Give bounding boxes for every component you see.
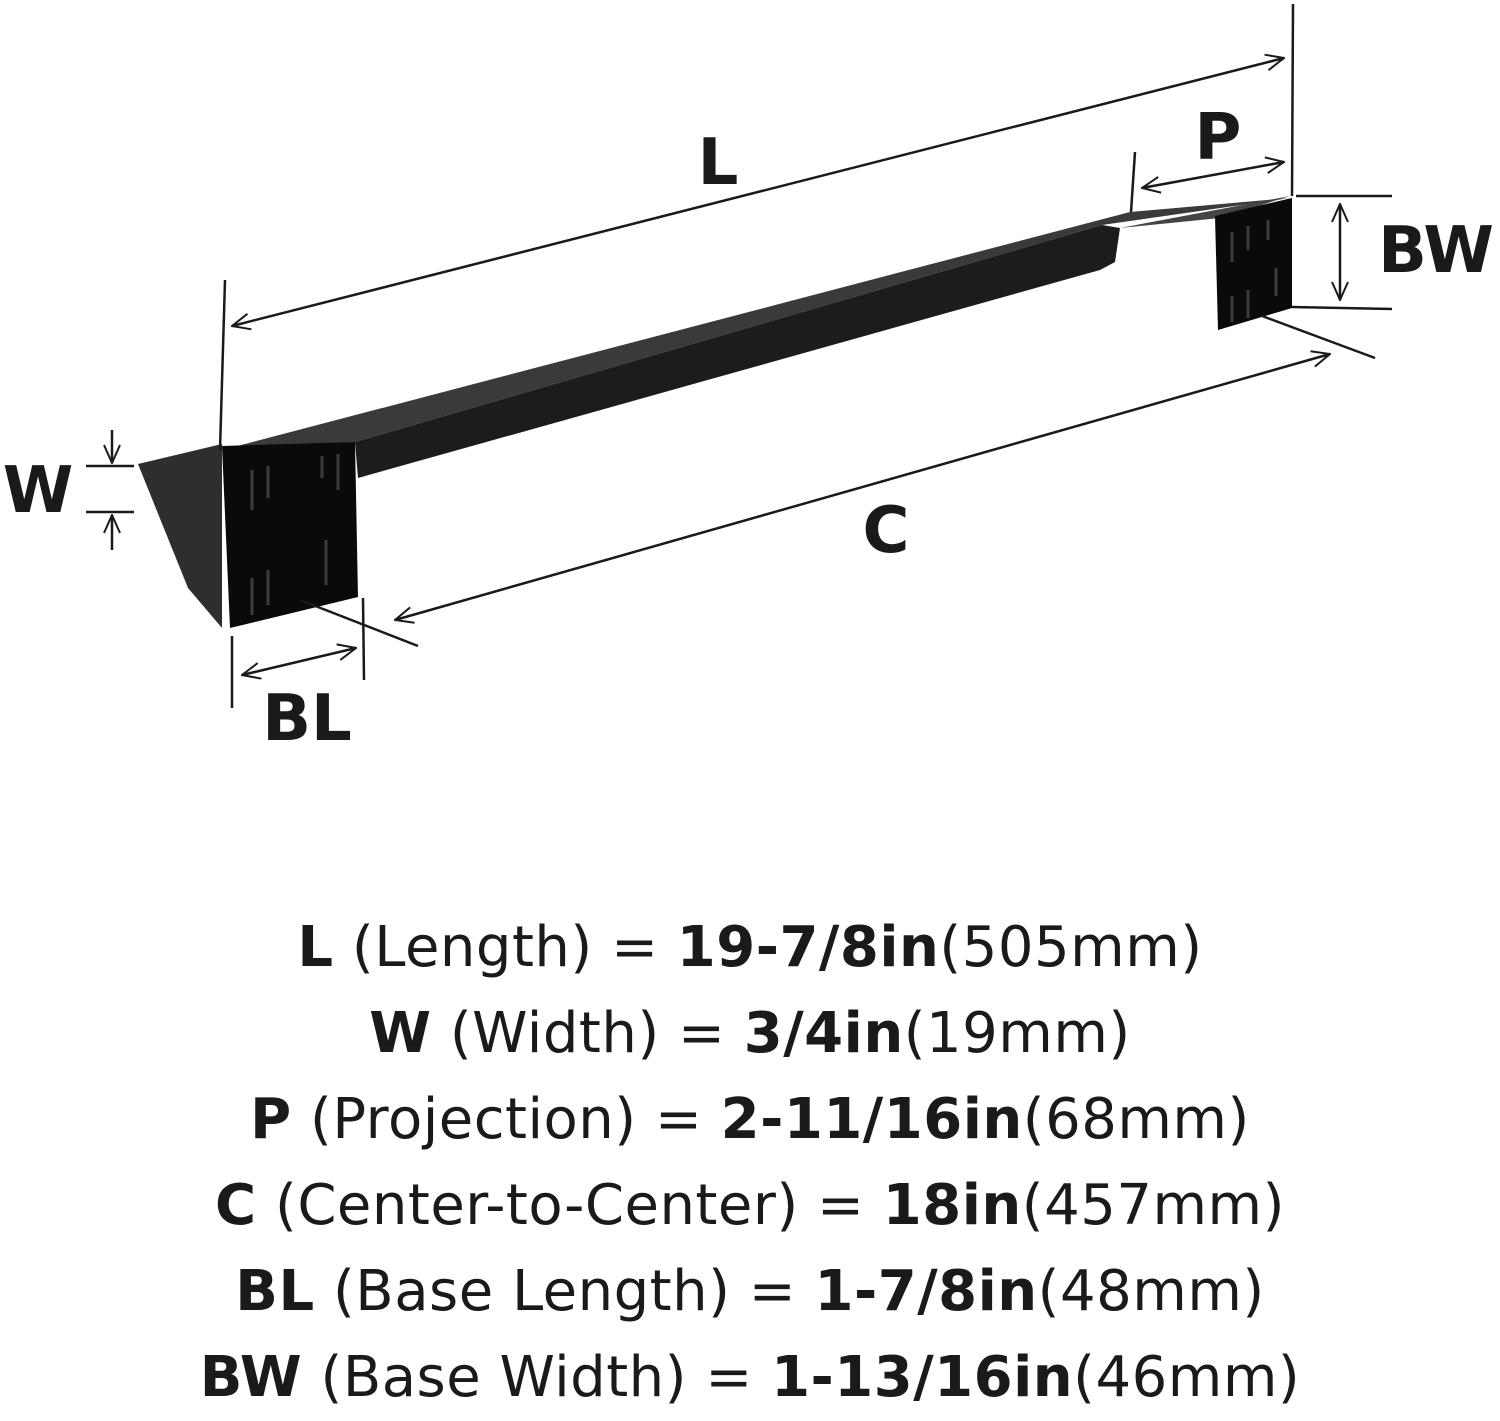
c-extension-left <box>299 598 419 648</box>
spec-metric: (19mm) <box>903 1001 1131 1066</box>
spec-row-width: W (Width) = 3/4in(19mm) <box>0 991 1500 1077</box>
right-post-face <box>1215 198 1292 330</box>
l-dimension-arrow <box>232 58 1284 326</box>
label-c: C <box>863 494 910 568</box>
spec-imperial: 3/4in <box>743 1001 904 1066</box>
label-bl: BL <box>262 682 352 756</box>
left-post-slots <box>250 454 340 615</box>
towel-bar-dimension-diagram: L P BW W C BL <box>3 3 1494 756</box>
towel-bar-illustration <box>138 196 1292 628</box>
spec-metric: (48mm) <box>1037 1259 1265 1324</box>
spec-row-center-to-center: C (Center-to-Center) = 18in(457mm) <box>0 1163 1500 1249</box>
spec-row-projection: P (Projection) = 2-11/16in(68mm) <box>0 1077 1500 1163</box>
label-l: L <box>698 126 739 200</box>
spec-equals: = <box>654 1087 703 1152</box>
left-post-face <box>222 442 358 628</box>
spec-row-length: L (Length) = 19-7/8in(505mm) <box>0 905 1500 991</box>
spec-metric: (46mm) <box>1073 1345 1301 1410</box>
label-p: P <box>1195 101 1242 175</box>
spec-metric: (68mm) <box>1022 1087 1250 1152</box>
dimension-spec-list: L (Length) = 19-7/8in(505mm) W (Width) =… <box>0 905 1500 1421</box>
l-extension-left <box>218 279 227 451</box>
left-bracket-side <box>138 444 222 628</box>
spec-imperial: 2-11/16in <box>720 1087 1023 1152</box>
spec-imperial: 1-13/16in <box>771 1345 1074 1410</box>
label-w: W <box>3 454 74 528</box>
spec-name: (Base Width) <box>320 1345 688 1410</box>
spec-imperial: 19-7/8in <box>676 915 940 980</box>
spec-equals: = <box>705 1345 753 1410</box>
spec-equals: = <box>817 1173 865 1238</box>
spec-metric: (457mm) <box>1021 1173 1285 1238</box>
c-extension-right <box>1261 314 1376 360</box>
spec-row-base-width: BW (Base Width) = 1-13/16in(46mm) <box>0 1335 1500 1421</box>
spec-imperial: 1-7/8in <box>814 1259 1038 1324</box>
spec-imperial: 18in <box>882 1173 1022 1238</box>
bar-front-face <box>355 225 1120 478</box>
spec-symbol: BL <box>235 1259 315 1324</box>
spec-equals: = <box>611 915 659 980</box>
spec-symbol: L <box>297 915 334 980</box>
p-dimension-arrow <box>1142 162 1284 188</box>
spec-name: (Projection) <box>310 1087 637 1152</box>
spec-name: (Length) <box>351 915 593 980</box>
spec-symbol: BW <box>199 1345 303 1410</box>
bw-extension-bottom <box>1291 305 1393 311</box>
c-dimension-arrow <box>395 354 1330 620</box>
spec-metric: (505mm) <box>939 915 1203 980</box>
p-extension <box>1129 151 1137 213</box>
label-bw: BW <box>1378 214 1494 288</box>
bl-dimension-arrow <box>242 648 356 675</box>
spec-equals: = <box>748 1259 797 1324</box>
spec-equals: = <box>678 1001 726 1066</box>
spec-name: (Base Length) <box>332 1259 731 1324</box>
dimension-lines <box>86 3 1393 708</box>
spec-name: (Center-to-Center) <box>274 1173 799 1238</box>
spec-symbol: W <box>369 1001 432 1066</box>
spec-symbol: C <box>215 1173 257 1238</box>
spec-name: (Width) <box>449 1001 660 1066</box>
spec-symbol: P <box>250 1087 292 1152</box>
dimension-labels: L P BW W C BL <box>3 101 1494 756</box>
spec-row-base-length: BL (Base Length) = 1-7/8in(48mm) <box>0 1249 1500 1335</box>
l-extension-right <box>1290 3 1295 197</box>
bl-extension-right <box>361 597 366 681</box>
